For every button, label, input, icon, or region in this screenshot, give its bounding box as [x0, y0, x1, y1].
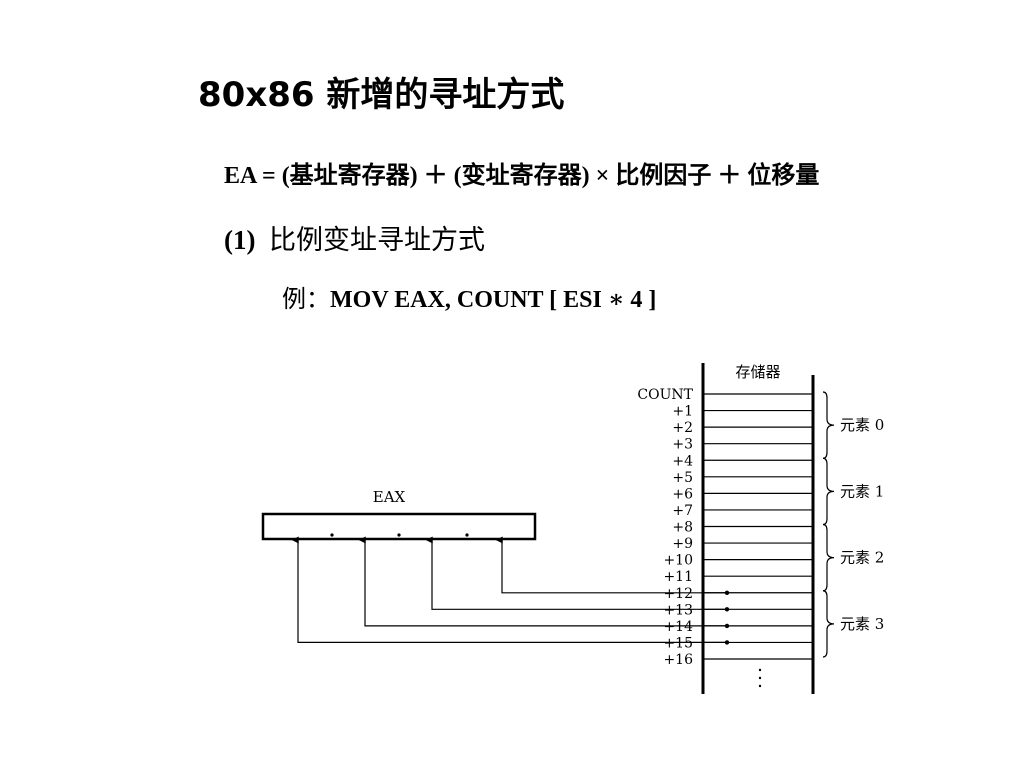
register-label: EAX	[373, 488, 406, 506]
element-brace	[822, 523, 835, 592]
byte-arrow-dot	[724, 640, 730, 645]
memory-offset-label: +3	[672, 437, 693, 453]
memory-offset-label: +1	[672, 404, 693, 420]
element-brace	[822, 590, 835, 658]
byte-arrow-dot	[724, 607, 730, 612]
memory-offset-label: +7	[672, 503, 693, 519]
byte-arrow	[425, 536, 727, 610]
memory-offset-label: +6	[672, 486, 693, 502]
ea-formula: EA = (基址寄存器) ＋ (变址寄存器) × 比例因子 ＋ 位移量	[224, 163, 820, 189]
element-brace	[822, 391, 835, 459]
memory-offset-label: +11	[663, 569, 693, 585]
memory-offset-label: +15	[663, 635, 693, 651]
byte-arrow-dot	[724, 590, 730, 595]
element-brace	[822, 457, 835, 526]
byte-divider-dot	[397, 533, 401, 537]
memory-offset-label: +8	[672, 520, 693, 536]
memory-offset-label: +9	[672, 536, 693, 552]
byte-arrows	[291, 536, 730, 645]
memory-offset-labels: COUNT+1+2+3+4+5+6+7+8+9+10+11+12+13+14+1…	[637, 387, 693, 668]
page-title: 80x86 新增的寻址方式	[198, 75, 565, 115]
memory-offset-label: +16	[663, 652, 693, 668]
memory-offset-label: +12	[663, 586, 693, 602]
example-instruction: MOV EAX, COUNT [ ESI ∗ 4 ]	[330, 287, 657, 313]
continuation-dot	[758, 676, 762, 680]
memory-offset-label: +14	[663, 619, 693, 635]
byte-arrow-dot	[724, 623, 730, 629]
byte-divider-dot	[465, 533, 469, 537]
example-label: 例：	[282, 287, 330, 313]
memory-offset-label: +13	[663, 602, 693, 618]
example-line: 例：MOV EAX, COUNT [ ESI ∗ 4 ]	[282, 282, 656, 318]
section-title: 比例变址寻址方式	[268, 225, 485, 255]
continuation-dot	[758, 668, 762, 672]
memory-offset-label: +2	[672, 420, 693, 436]
memory-offset-label: +5	[672, 470, 693, 486]
element-label: 元素 2	[840, 549, 884, 567]
memory-offset-label: +10	[663, 553, 693, 569]
memory-offset-label: COUNT	[637, 387, 693, 403]
memory-rows	[703, 393, 813, 660]
memory-offset-label: +4	[672, 453, 693, 469]
section-heading: (1) 比例变址寻址方式	[224, 220, 485, 260]
continuation-dot	[758, 684, 762, 688]
eax-register-box	[261, 512, 537, 541]
byte-arrow	[358, 536, 727, 627]
byte-arrow	[495, 536, 727, 594]
element-label: 元素 3	[840, 615, 884, 633]
section-number: (1)	[224, 225, 256, 255]
memory-label: 存储器	[735, 363, 780, 381]
element-braces: 元素 0 元素 1 元素 2 元素 3	[822, 391, 884, 658]
element-label: 元素 1	[840, 482, 884, 500]
byte-divider-dot	[330, 533, 334, 537]
element-label: 元素 0	[840, 416, 884, 434]
memory-continuation	[758, 668, 762, 688]
byte-arrow	[291, 536, 727, 644]
